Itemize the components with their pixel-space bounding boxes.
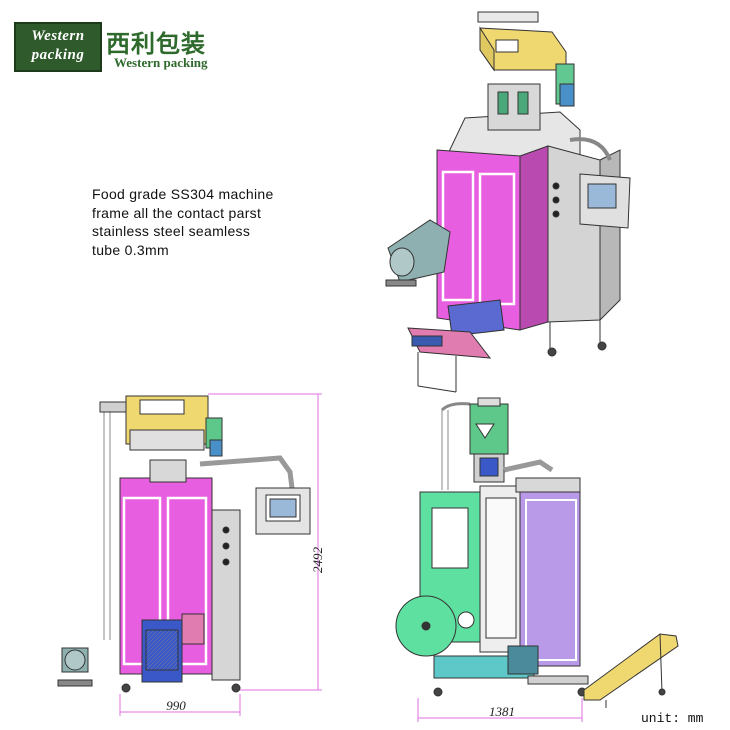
brand-name-english: Western packing: [114, 55, 208, 70]
description-line: tube 0.3mm: [92, 241, 169, 258]
front-motor: [57, 647, 93, 687]
side-width-dimension-value: 1381: [489, 704, 515, 719]
side-film-frame: [395, 491, 481, 657]
side-purple-panel: [515, 477, 581, 667]
iso-legs: [547, 318, 607, 357]
front-view: 2492 990: [57, 393, 325, 716]
brand-logo: Western packing: [14, 22, 102, 72]
side-hopper: [469, 397, 509, 483]
logo-text-line2: packing: [31, 47, 85, 63]
front-hopper: [125, 395, 223, 457]
front-hmi-panel: [255, 487, 311, 535]
front-height-dimension: [208, 393, 322, 691]
front-width-dimension: [119, 694, 241, 716]
description-line: Food grade SS304 machine: [92, 186, 274, 202]
side-width-dimension: [417, 698, 583, 722]
machine-description: Food grade SS304 machine frame all the c…: [92, 185, 332, 259]
iso-hopper: [477, 11, 575, 107]
unit-label: unit: mm: [641, 711, 704, 726]
side-base: [433, 645, 589, 697]
side-conveyor: [583, 633, 679, 708]
description-line: stainless steel seamless: [92, 223, 251, 239]
logo-text-line1: Western: [31, 28, 85, 44]
side-view: 1381: [395, 397, 679, 722]
description-line: frame all the contact parst: [92, 204, 262, 221]
iso-main-body: [436, 145, 549, 331]
iso-discharge: [407, 299, 505, 393]
side-central-body: [479, 485, 523, 653]
iso-motor: [385, 219, 451, 287]
isometric-view: [385, 11, 631, 393]
iso-side-cabinet: [547, 137, 631, 323]
front-width-dimension-value: 990: [166, 698, 186, 713]
front-discharge: [141, 613, 205, 683]
front-side-cabinet: [211, 509, 241, 681]
height-dimension-value: 2492: [310, 547, 325, 574]
brand-name-chinese: 西利包装: [106, 30, 206, 58]
